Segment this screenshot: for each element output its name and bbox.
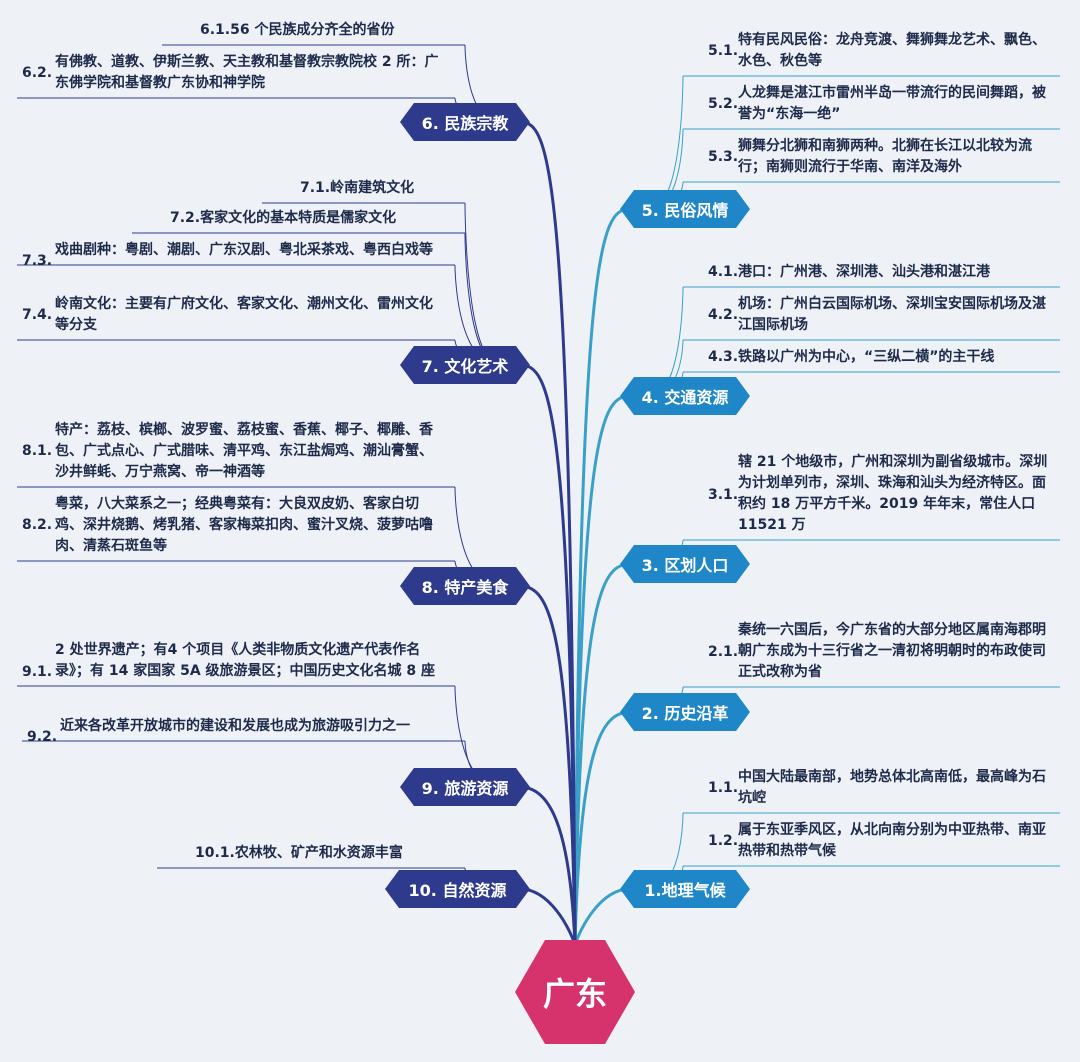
branch-node: 2. 历史沿革	[620, 693, 750, 731]
topic-text: 辖 21 个地级市，广州和深圳为副省级城市。深圳为计划单列市，深圳、珠海和汕头为…	[738, 454, 1048, 533]
topic-number: 4.2.	[708, 307, 739, 323]
topic-number: 8.2.	[22, 517, 53, 533]
topic-text: 7.2.客家文化的基本特质是儒家文化	[170, 210, 397, 226]
topic-text: 秦统一六国后，今广东省的大部分地区属南海郡明朝广东成为十三行省之一清初将明朝时的…	[738, 622, 1046, 680]
topic-number: 3.1.	[708, 487, 739, 503]
topic-number: 5.3.	[708, 149, 739, 165]
topic-text: 戏曲剧种：粤剧、潮剧、广东汉剧、粤北采茶戏、粤西白戏等	[55, 242, 433, 258]
topic-number: 5.1.	[708, 43, 739, 59]
topic-number: 8.1.	[22, 443, 53, 459]
topic-text: 铁路以广州为中心，“三纵二横”的主干线	[738, 349, 995, 365]
topic-number: 1.2.	[708, 833, 739, 849]
branch-connector	[519, 120, 577, 946]
topic-connector	[649, 75, 684, 210]
topic-text: 狮舞分北狮和南狮两种。北狮在长江以北较为流行；南狮则流行于华南、南洋及海外	[738, 138, 1032, 175]
branch-connector	[573, 207, 631, 946]
topic-text: 中国大陆最南部，地势总体北高南低，最高峰为石坑崆	[738, 769, 1046, 806]
topic-text: 岭南文化：主要有广府文化、客家文化、潮州文化、雷州文化等分支	[55, 296, 433, 333]
topic-text: 港口：广州港、深圳港、汕头港和湛江港	[738, 264, 990, 280]
topic-text: 机场：广州白云国际机场、深圳宝安国际机场及湛江国际机场	[738, 296, 1046, 333]
branch-node: 10. 自然资源	[385, 870, 530, 908]
branch-connector	[519, 584, 577, 946]
topic-number: 6.2.	[22, 65, 53, 81]
topic-number: 4.3.	[708, 349, 739, 365]
branch-connector	[519, 363, 577, 946]
topic-text: 6.1.56 个民族成分齐全的省份	[200, 22, 395, 38]
topic-text: 特有民风民俗：龙舟竞渡、舞狮舞龙艺术、飘色、水色、秋色等	[738, 32, 1046, 69]
branch-node: 6. 民族宗教	[400, 103, 530, 141]
branch-node: 8. 特产美食	[400, 567, 530, 605]
topic-text: 近来各改革开放城市的建设和发展也成为旅游吸引力之一	[60, 718, 410, 734]
topic-text: 7.1.岭南建筑文化	[300, 180, 415, 196]
branch-node: 4. 交通资源	[620, 377, 750, 415]
topic-text: 2 处世界遗产；有4 个项目《人类非物质文化遗产代表作名录》；有 14 家国家 …	[55, 642, 436, 679]
topic-connector	[464, 232, 501, 366]
topic-text: 10.1.农林牧、矿产和水资源丰富	[195, 845, 403, 861]
topic-number: 9.2.	[27, 729, 58, 745]
topic-number: 5.2.	[708, 96, 739, 112]
branch-connector	[573, 887, 631, 946]
branch-node: 9. 旅游资源	[400, 768, 530, 806]
topic-number: 2.1.	[708, 644, 739, 660]
topic-number: 7.4.	[22, 307, 53, 323]
topic-text: 属于东亚季风区，从北向南分别为中亚热带、南亚热带和热带气候	[738, 822, 1046, 859]
branch-node: 5. 民俗风情	[620, 190, 750, 228]
branch-node: 3. 区划人口	[620, 545, 750, 583]
topic-number: 1.1.	[708, 780, 739, 796]
topic-text: 粤菜，八大菜系之一；经典粤菜有：大良双皮奶、客家白切鸡、深井烧鹅、烤乳猪、客家梅…	[55, 496, 433, 554]
branch-connector	[573, 710, 631, 946]
topic-number: 7.3.	[22, 253, 53, 269]
topic-text: 人龙舞是湛江市雷州半岛一带流行的民间舞蹈，被誉为“东海一绝”	[738, 85, 1046, 122]
branch-connector	[519, 887, 577, 946]
branch-node: 1.地理气候	[620, 870, 750, 908]
topic-number: 9.1.	[22, 664, 53, 680]
branch-connector	[519, 785, 577, 946]
topic-text: 特产：荔枝、槟榔、波罗蜜、荔枝蜜、香蕉、椰子、椰雕、香包、广式点心、广式腊味、清…	[55, 422, 433, 480]
branch-node: 7. 文化艺术	[400, 346, 530, 384]
topic-number: 4.1.	[708, 264, 739, 280]
topic-text: 有佛教、道教、伊斯兰教、天主教和基督教宗教院校 2 所：广东佛学院和基督教广东协…	[55, 54, 439, 91]
topic-connector	[464, 202, 501, 366]
